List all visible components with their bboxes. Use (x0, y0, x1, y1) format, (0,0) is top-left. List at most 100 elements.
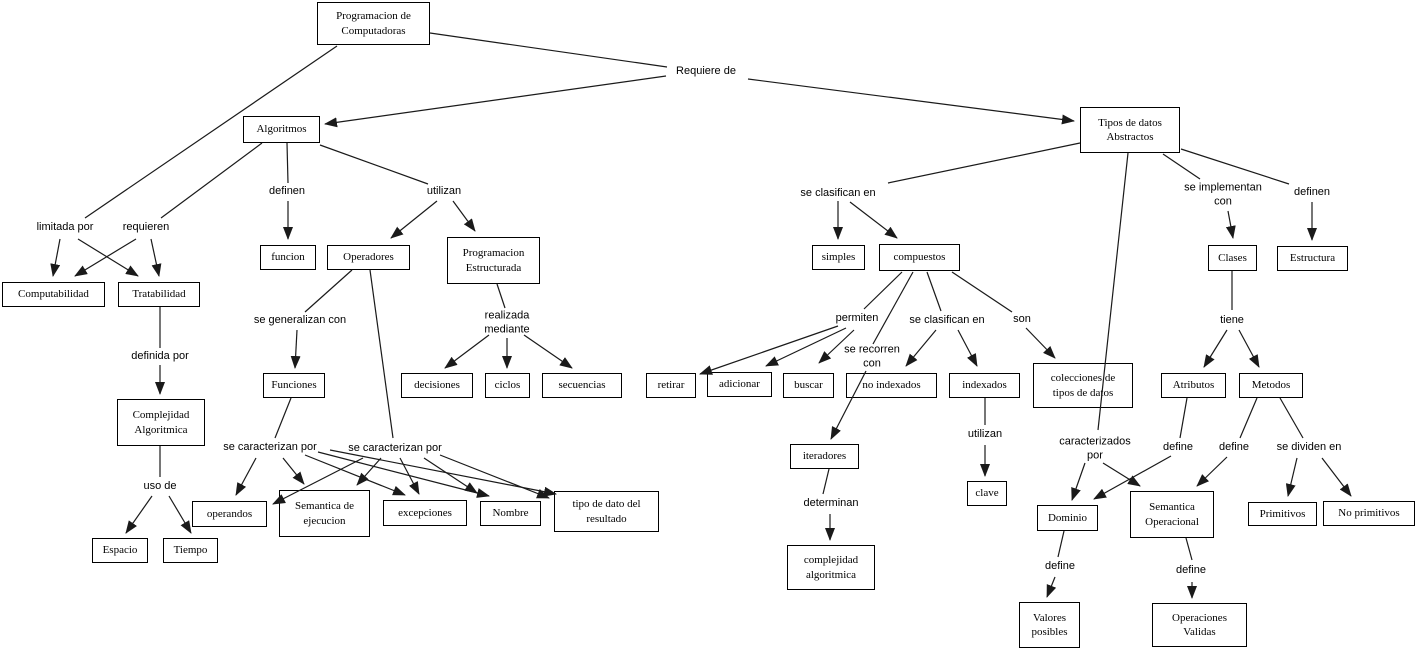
connector (699, 325, 839, 375)
node-secuencias[interactable]: secuencias (542, 373, 622, 398)
edge-label-se-recorren-con[interactable]: se recorren con (844, 343, 900, 369)
connector (319, 144, 429, 185)
node-excepciones[interactable]: excepciones (383, 500, 467, 526)
node-adicionar[interactable]: adicionar (707, 372, 772, 397)
edge-label-permiten[interactable]: permiten (835, 312, 879, 325)
connector (423, 457, 478, 494)
node-decisiones[interactable]: decisiones (401, 373, 473, 398)
edge-label-son[interactable]: son (1013, 313, 1031, 326)
connector (872, 271, 914, 345)
connector (1185, 537, 1193, 561)
connector (1238, 329, 1260, 368)
edge-label-definen-1[interactable]: definen (268, 185, 306, 198)
connector (160, 142, 263, 219)
node-nombre[interactable]: Nombre (480, 501, 541, 526)
node-primitivos[interactable]: Primitivos (1248, 502, 1317, 526)
node-buscar[interactable]: buscar (783, 373, 834, 398)
node-operaciones-validas[interactable]: Operaciones Validas (1152, 603, 1247, 647)
node-complejidad-algoritmica-2[interactable]: complejidad algoritmica (787, 545, 875, 590)
edge-label-definen-2[interactable]: definen (1293, 186, 1331, 199)
edge-label-limitada-por[interactable]: limitada por (36, 221, 94, 234)
connector (1179, 397, 1188, 439)
edge-label-tiene[interactable]: tiene (1220, 314, 1244, 327)
connector (1180, 148, 1290, 185)
edge-label-utilizan-1[interactable]: utilizan (426, 185, 462, 198)
edge-label-definida-por[interactable]: definida por (131, 350, 189, 363)
connector (168, 495, 192, 534)
node-ciclos[interactable]: ciclos (485, 373, 530, 398)
connector (1046, 576, 1057, 598)
edge-label-define-atributos[interactable]: define (1163, 441, 1193, 454)
edge-label-requiere-de[interactable]: Requiere de (676, 65, 736, 78)
edge-label-se-dividen-en[interactable]: se dividen en (1276, 441, 1342, 454)
node-atributos[interactable]: Atributos (1161, 373, 1226, 398)
connector (523, 334, 573, 369)
edge-label-utilizan-2[interactable]: utilizan (967, 428, 1003, 441)
node-tratabilidad[interactable]: Tratabilidad (118, 282, 200, 307)
connector (369, 269, 394, 439)
connector (905, 329, 937, 367)
node-retirar[interactable]: retirar (646, 373, 696, 398)
edge-label-determinan[interactable]: determinan (803, 497, 859, 510)
edge-label-se-generalizan-con[interactable]: se generalizan con (253, 314, 347, 327)
node-operadores[interactable]: Operadores (327, 245, 410, 270)
connector (429, 32, 668, 68)
node-valores-posibles[interactable]: Valores posibles (1019, 602, 1080, 648)
connector (1102, 462, 1141, 487)
connector (304, 269, 353, 313)
edge-label-uso-de[interactable]: uso de (143, 480, 177, 493)
connector (452, 200, 476, 232)
connector (329, 449, 557, 497)
node-semantica-operacional[interactable]: Semantica Operacional (1130, 491, 1214, 538)
node-colecciones-de-tipos-de-datos[interactable]: colecciones de tipos de datos (1033, 363, 1133, 408)
edge-label-se-implementan-con[interactable]: se implementan con (1184, 181, 1262, 207)
node-tiempo[interactable]: Tiempo (163, 538, 218, 563)
edge-label-se-clasifican-en-2[interactable]: se clasifican en (909, 314, 985, 327)
node-operandos[interactable]: operandos (192, 501, 267, 527)
node-funcion[interactable]: funcion (260, 245, 316, 270)
connector (765, 327, 847, 367)
node-programacion-estructurada[interactable]: Programacion Estructurada (447, 237, 540, 284)
connector (863, 271, 903, 310)
edge-label-requieren[interactable]: requieren (122, 221, 170, 234)
node-no-indexados[interactable]: no indexados (846, 373, 937, 398)
edge-label-se-caracterizan-por-2[interactable]: se caracterizan por (348, 442, 442, 455)
connector (957, 329, 978, 367)
node-no-primitivos[interactable]: No primitivos (1323, 501, 1415, 526)
node-compuestos[interactable]: compuestos (879, 244, 960, 271)
edge-label-define-metodos[interactable]: define (1219, 441, 1249, 454)
connector (1239, 397, 1258, 439)
node-funciones[interactable]: Funciones (263, 373, 325, 398)
connector (887, 142, 1081, 184)
connector (390, 200, 438, 239)
connector (125, 495, 153, 534)
edge-label-caracterizados-por[interactable]: caracterizados por (1059, 435, 1131, 461)
node-tipos-de-datos-abstractos[interactable]: Tipos de datos Abstractos (1080, 107, 1180, 153)
connector (282, 457, 305, 485)
node-clases[interactable]: Clases (1208, 245, 1257, 271)
connector (150, 238, 162, 277)
edge-label-se-clasifican-en-1[interactable]: se clasifican en (800, 187, 876, 200)
edge-label-define-semantica[interactable]: define (1176, 564, 1206, 577)
node-simples[interactable]: simples (812, 245, 865, 270)
node-espacio[interactable]: Espacio (92, 538, 148, 563)
node-semantica-de-ejecucion[interactable]: Semantica de ejecucion (279, 490, 370, 537)
node-algoritmos[interactable]: Algoritmos (243, 116, 320, 143)
edge-label-define-dominio[interactable]: define (1045, 560, 1075, 573)
connector (951, 271, 1013, 313)
node-indexados[interactable]: indexados (949, 373, 1020, 398)
node-iteradores[interactable]: iteradores (790, 444, 859, 469)
edge-label-realizada-mediante[interactable]: realizada mediante (484, 309, 530, 335)
connector (1203, 329, 1228, 368)
edge-label-se-caracterizan-por-1[interactable]: se caracterizan por (223, 441, 317, 454)
node-clave[interactable]: clave (967, 481, 1007, 506)
connector (324, 75, 667, 128)
node-dominio[interactable]: Dominio (1037, 505, 1098, 531)
node-programacion-de-computadoras[interactable]: Programacion de Computadoras (317, 2, 430, 45)
node-tipo-de-dato-del-resultado[interactable]: tipo de dato del resultado (554, 491, 659, 532)
connector (1162, 153, 1201, 180)
node-estructura[interactable]: Estructura (1277, 246, 1348, 271)
node-metodos[interactable]: Metodos (1239, 373, 1303, 398)
node-complejidad-algoritmica[interactable]: Complejidad Algoritmica (117, 399, 205, 446)
node-computabilidad[interactable]: Computabilidad (2, 282, 105, 307)
